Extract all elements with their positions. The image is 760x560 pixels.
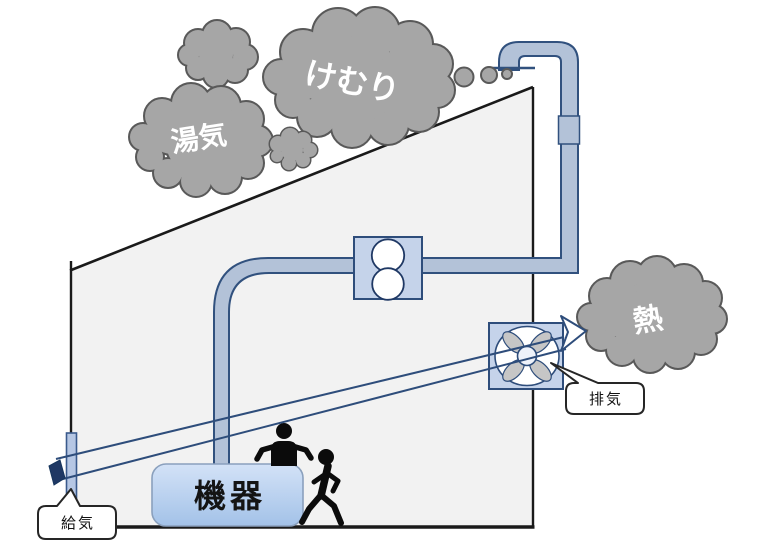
- person-standing: [254, 423, 314, 466]
- duct-collar: [557, 115, 581, 145]
- airflow-line-lower: [58, 348, 567, 481]
- smoke-cloud: けむり: [262, 6, 456, 149]
- equipment-label: 機器: [194, 477, 266, 515]
- steam-small-cloud: [177, 19, 259, 89]
- smoke-puffs: [453, 66, 513, 88]
- heat-cloud: 熱: [576, 255, 728, 374]
- smoke-puff: [453, 66, 475, 88]
- exhaust-arrow-icon: [560, 315, 587, 352]
- equipment-box: 機器: [151, 463, 304, 527]
- roof-line: [69, 85, 534, 272]
- building-interior: [71, 87, 533, 527]
- heat-cloud-label: 熱: [631, 301, 666, 340]
- tiny-cloud: [268, 126, 319, 172]
- supply-callout-label: 給気: [61, 514, 95, 532]
- person-walking: [299, 449, 344, 526]
- fan-roller-top: [370, 238, 406, 273]
- inline-fan: [353, 236, 423, 301]
- fan-hub: [516, 345, 538, 367]
- steam-cloud: 湯気: [128, 82, 274, 198]
- smoke-puff: [501, 68, 513, 80]
- airflow-line-upper: [55, 336, 565, 460]
- wall-fan: [488, 322, 564, 390]
- airflow-lines: [55, 336, 567, 481]
- fan-roller-bottom: [371, 267, 405, 301]
- outside-air-inlet: [48, 459, 66, 486]
- smoke-puff: [480, 66, 498, 84]
- callout-exhaust: 排気: [550, 362, 645, 415]
- exhaust-callout-label: 排気: [589, 390, 623, 408]
- callout-supply: 給気: [37, 488, 117, 540]
- building: [69, 85, 535, 529]
